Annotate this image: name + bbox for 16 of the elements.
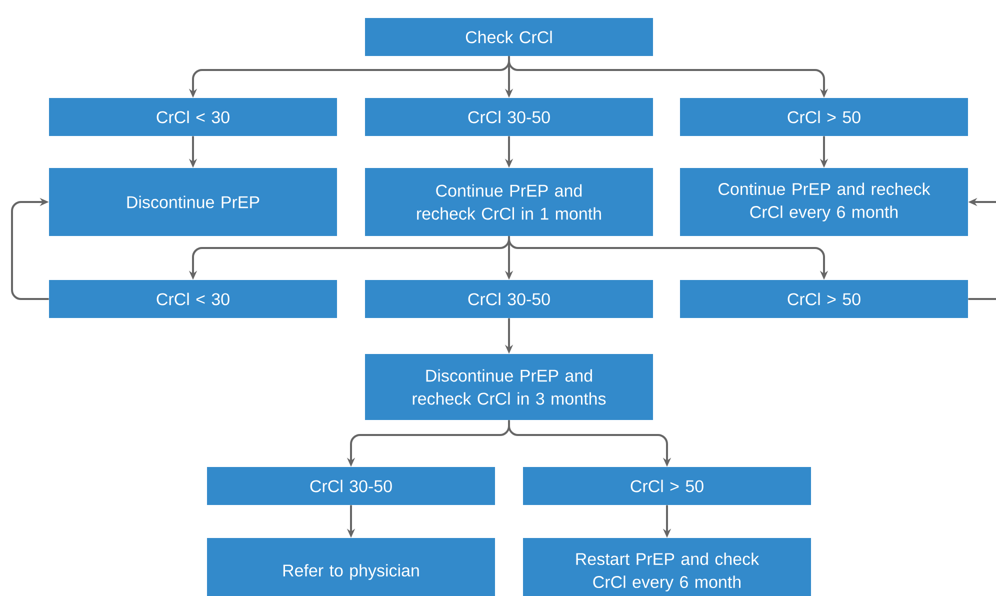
process-box: Restart PrEP and check CrCl every 6 month [523,538,811,596]
process-box: CrCl 30-50 [207,467,495,505]
process-box: CrCl > 50 [523,467,811,505]
process-box: CrCl > 50 [680,280,968,318]
process-box: CrCl < 30 [49,98,337,136]
process-box: CrCl < 30 [49,280,337,318]
arrow [11,198,49,300]
process-box: Refer to physician [207,538,495,596]
process-box: Discontinue PrEP [49,168,337,236]
process-box: Check CrCl [365,18,653,56]
process-box: Continue PrEP and recheck CrCl every 6 month [680,168,968,236]
process-box: Continue PrEP and recheck CrCl in 1 month [365,168,653,236]
process-box: CrCl 30-50 [365,280,653,318]
process-box: CrCl > 50 [680,98,968,136]
process-box: CrCl 30-50 [365,98,653,136]
process-box: Discontinue PrEP and recheck CrCl in 3 months [365,354,653,420]
